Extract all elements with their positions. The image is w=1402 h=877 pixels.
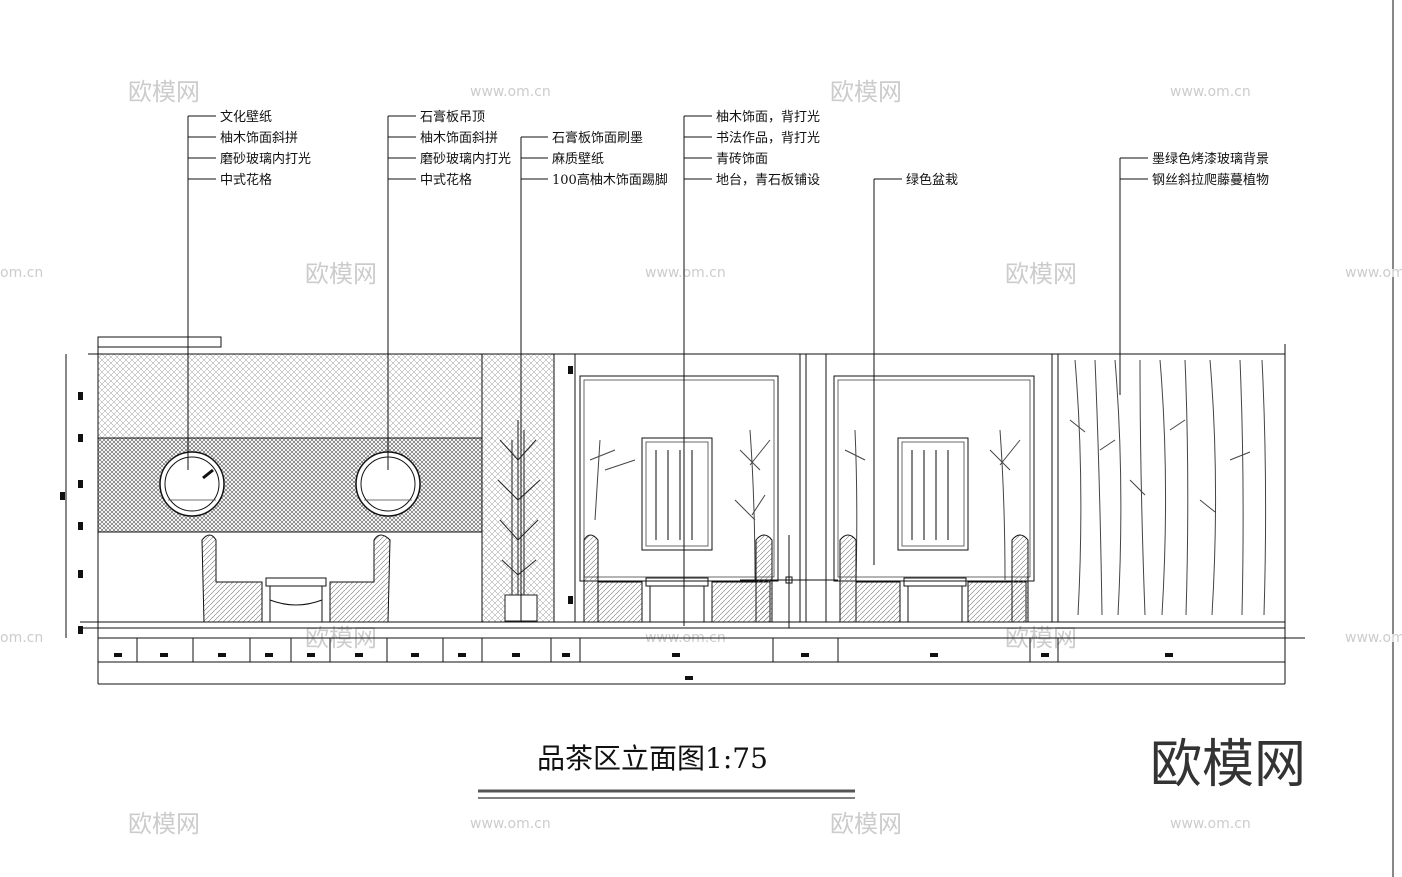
watermark-url: www.om.cn <box>1345 630 1402 646</box>
teak-frame <box>833 375 1035 582</box>
annotation-label: 石膏板饰面刷墨 <box>552 130 643 146</box>
annotation-label: 绿色盆栽 <box>906 172 958 188</box>
watermark-brand-large: 欧模网 <box>1150 735 1306 795</box>
watermark-brand: 欧模网 <box>1005 260 1077 288</box>
watermark-url: om.cn <box>0 630 43 646</box>
watermark-url: www.om.cn <box>470 816 551 832</box>
watermark-brand: 欧模网 <box>305 260 377 288</box>
annotation-label: 柚木饰面斜拼 <box>420 131 498 146</box>
watermark-brand: 欧模网 <box>830 810 902 838</box>
annotation-label: 石膏板吊顶 <box>420 109 485 125</box>
drawing-title: 品茶区立面图1:75 <box>537 742 768 775</box>
annotation-group-4: 柚木饰面，背打光 书法作品，背打光 青砖饰面 地台，青石板铺设 <box>716 110 820 188</box>
annotation-group-2: 石膏板吊顶 柚木饰面斜拼 磨砂玻璃内打光 中式花格 <box>420 109 511 188</box>
annotation-label: 柚木饰面，背打光 <box>716 110 820 125</box>
annotation-label: 100高柚木饰面踢脚 <box>552 172 668 188</box>
vine-glass-panel <box>1069 359 1267 616</box>
annotation-label: 中式花格 <box>420 172 472 188</box>
annotation-label: 钢丝斜拉爬藤蔓植物 <box>1152 173 1269 188</box>
tea-chair <box>329 534 391 623</box>
annotation-group-6: 墨绿色烤漆玻璃背景 钢丝斜拉爬藤蔓植物 <box>1152 151 1269 188</box>
elevation-body <box>60 336 1305 685</box>
annotation-label: 墨绿色烤漆玻璃背景 <box>1152 151 1269 167</box>
calligraphy-artwork <box>641 437 713 551</box>
watermark-url: om.cn <box>0 265 43 281</box>
cad-crosshair <box>740 535 838 628</box>
watermark-url: www.om.cn <box>645 265 726 281</box>
annotation-label: 磨砂玻璃内打光 <box>420 151 511 167</box>
teak-frame <box>579 375 779 582</box>
teak-diagonal-panel <box>97 437 483 533</box>
annotation-label: 文化壁纸 <box>220 110 272 125</box>
tea-chair <box>201 534 263 623</box>
annotation-group-1: 文化壁纸 柚木饰面斜拼 磨砂玻璃内打光 中式花格 <box>220 110 311 188</box>
ceiling-soffit <box>97 336 222 348</box>
culture-wallpaper-panel <box>97 353 483 439</box>
annotation-label: 柚木饰面斜拼 <box>220 131 298 146</box>
annotation-label: 麻质壁纸 <box>552 152 604 167</box>
round-lattice-window <box>159 451 225 517</box>
annotation-label: 青砖饰面 <box>716 152 768 167</box>
watermark-url: www.om.cn <box>470 84 551 100</box>
calligraphy-artwork <box>897 437 969 551</box>
watermark-url: www.om.cn <box>1170 816 1251 832</box>
watermark-url: www.om.cn <box>1345 265 1402 281</box>
leader-lines <box>187 115 1148 626</box>
tea-table <box>265 577 327 622</box>
planter-box <box>597 581 643 623</box>
bamboo-motif <box>589 429 771 581</box>
watermark-brand: 欧模网 <box>128 810 200 838</box>
annotation-label: 中式花格 <box>220 172 272 188</box>
annotation-group-3: 石膏板饰面刷墨 麻质壁纸 100高柚木饰面踢脚 <box>552 130 668 188</box>
watermark-brand: 欧模网 <box>128 78 200 106</box>
annotation-label: 地台，青石板铺设 <box>716 173 820 188</box>
annotation-label: 磨砂玻璃内打光 <box>220 151 311 167</box>
watermark-url: www.om.cn <box>1170 84 1251 100</box>
watermark-brand: 欧模网 <box>830 78 902 106</box>
annotation-label: 书法作品，背打光 <box>716 131 820 146</box>
annotation-group-5: 绿色盆栽 <box>906 172 958 188</box>
